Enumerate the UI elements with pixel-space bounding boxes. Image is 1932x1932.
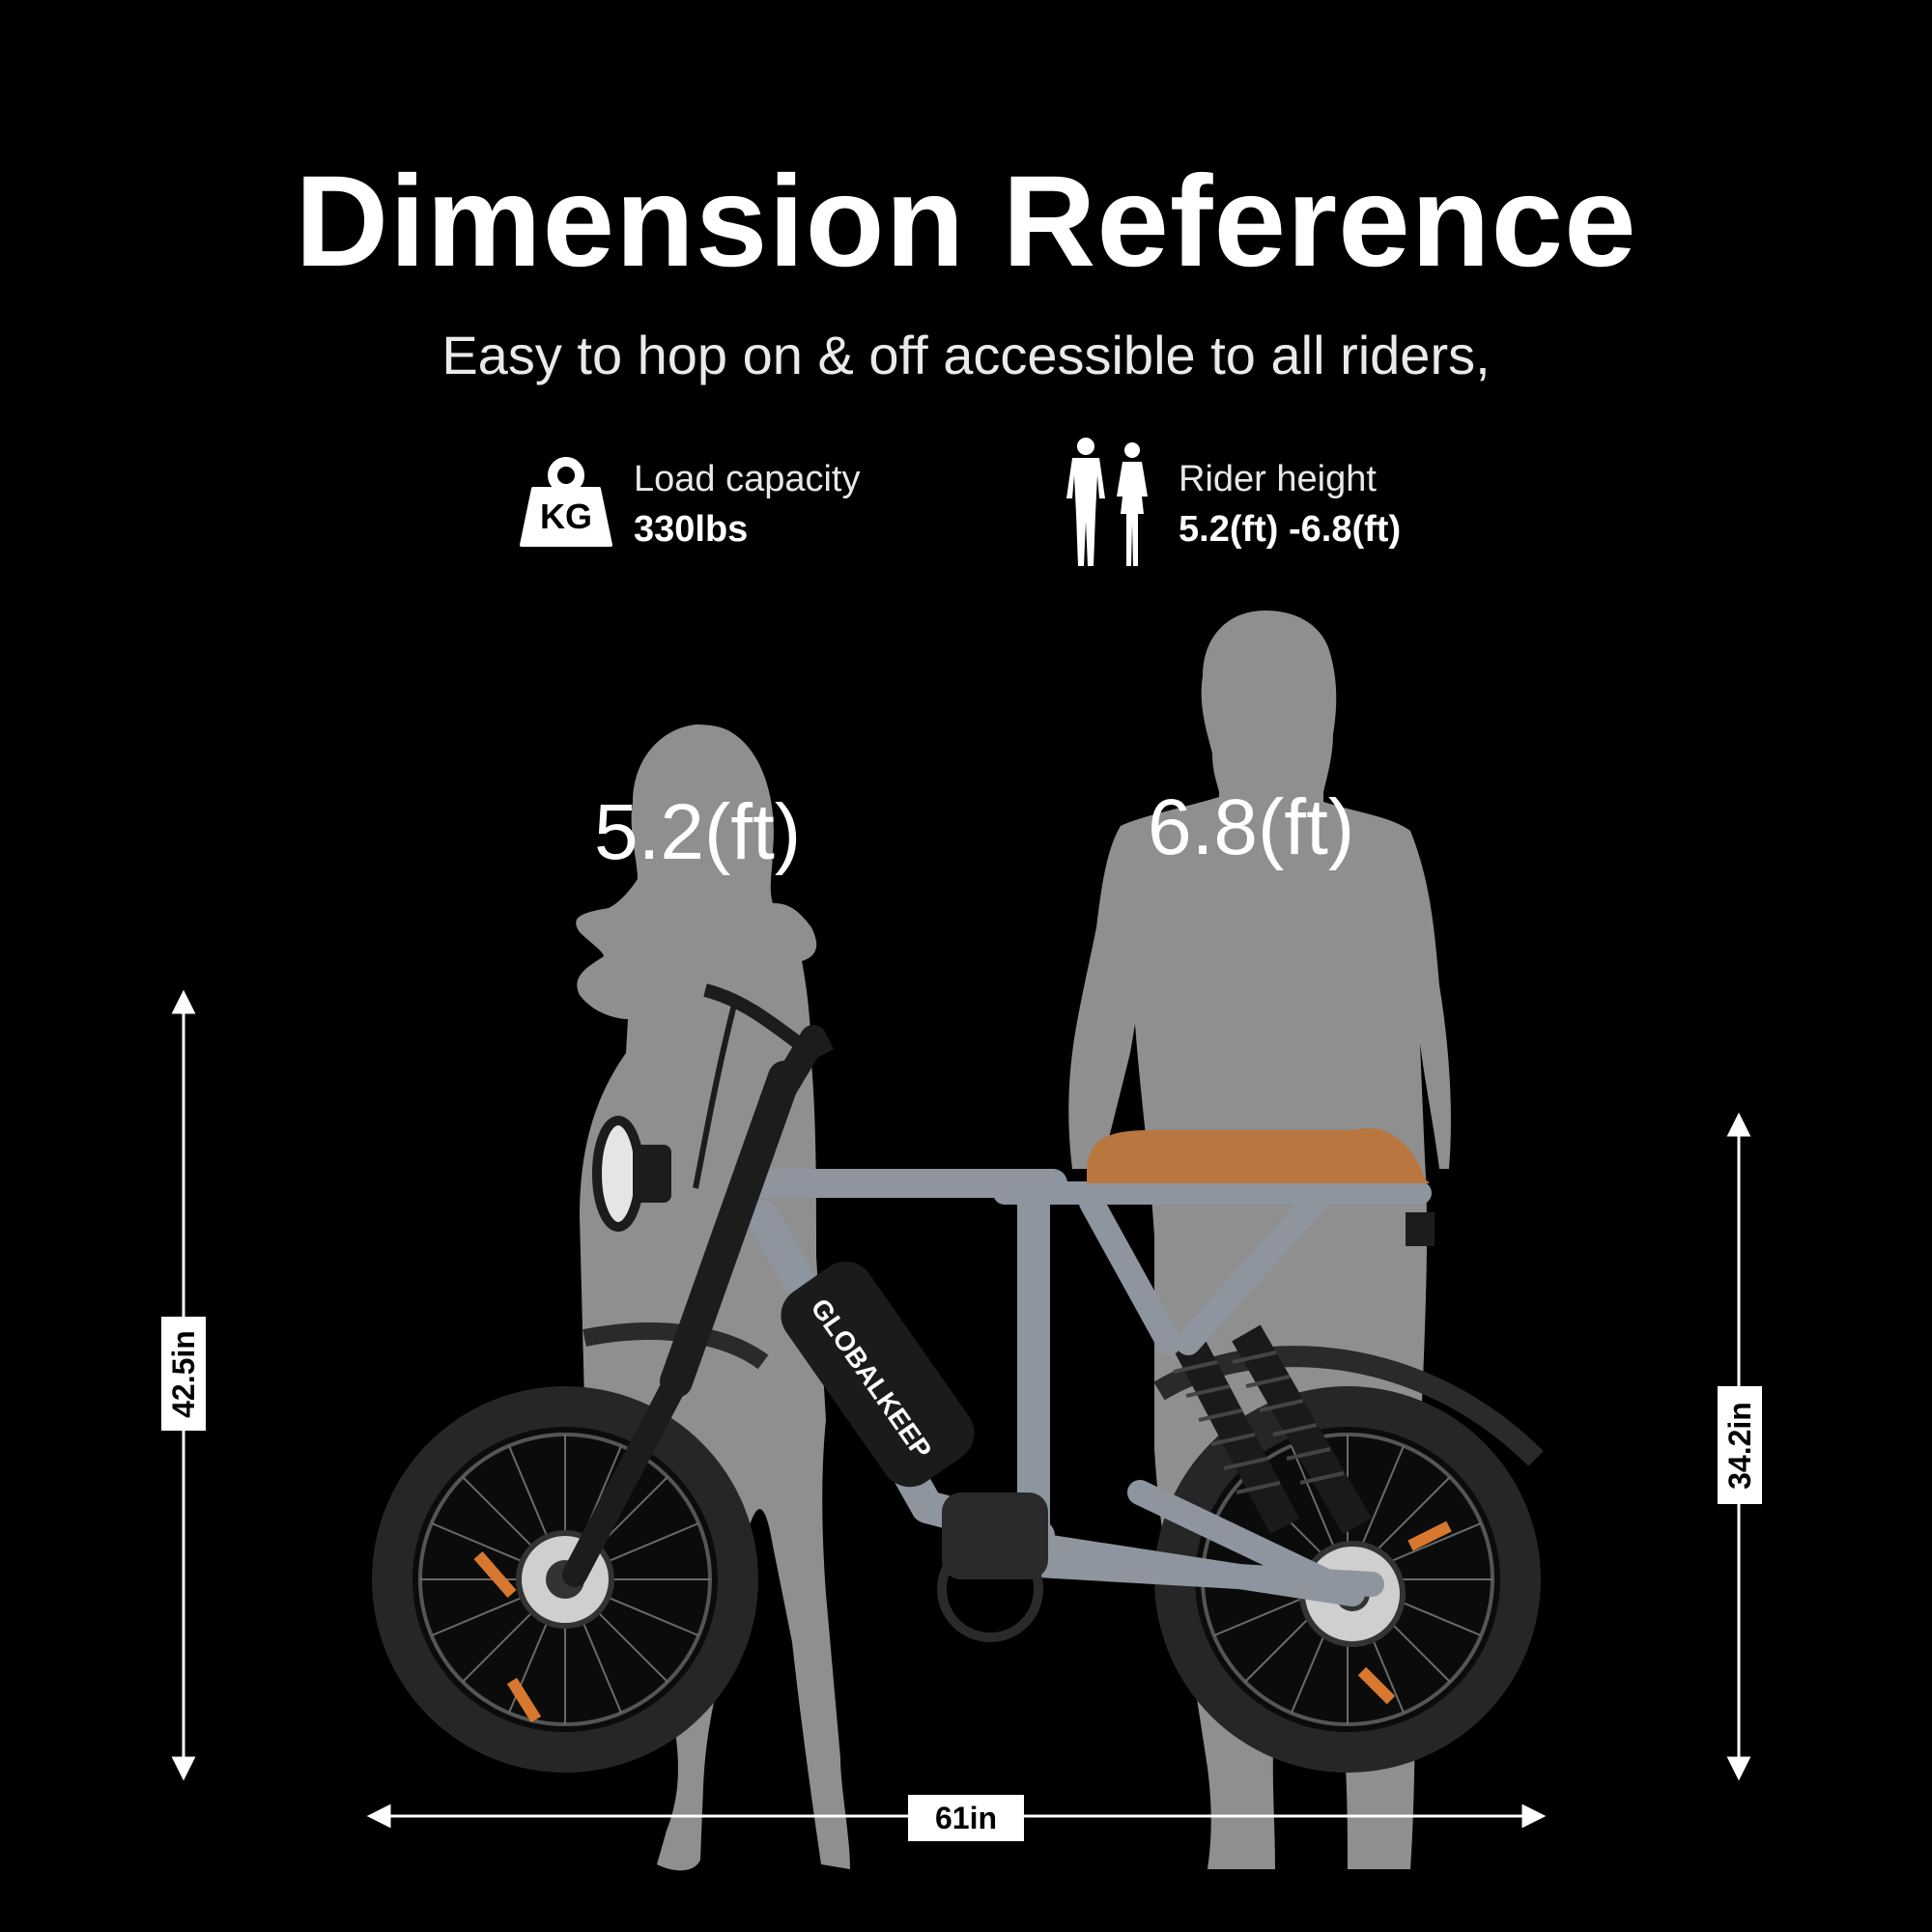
overall-height-arrow-top bbox=[171, 989, 196, 1014]
kg-icon-text: KG bbox=[540, 497, 592, 536]
overall-height-value: 42.5in bbox=[165, 1329, 201, 1418]
rear-shocks bbox=[1173, 1324, 1372, 1535]
seat-height-arrow-bottom bbox=[1726, 1756, 1751, 1781]
brake-cable bbox=[693, 1004, 737, 1189]
seat-height-value: 34.2in bbox=[1721, 1401, 1757, 1490]
weight-kg-icon: KG bbox=[520, 456, 612, 551]
page-subtitle: Easy to hop on & off accessible to all r… bbox=[441, 325, 1491, 385]
rider-height-label: Rider height bbox=[1179, 459, 1377, 499]
seat-height-box: 34.2in bbox=[1718, 1386, 1762, 1504]
rider-silhouettes-icon bbox=[1063, 437, 1159, 568]
length-box: 61in bbox=[908, 1795, 1024, 1841]
seat bbox=[1087, 1128, 1430, 1183]
overall-height-box: 42.5in bbox=[161, 1317, 206, 1431]
load-capacity-value: 330lbs bbox=[634, 509, 749, 550]
overall-height-arrow-bottom bbox=[171, 1756, 196, 1781]
handlebar bbox=[703, 983, 835, 1062]
length-arrow-right bbox=[1521, 1804, 1547, 1829]
length-arrow-left bbox=[366, 1804, 391, 1829]
length-value: 61in bbox=[934, 1800, 998, 1835]
chainring bbox=[937, 1536, 1043, 1642]
ebike-illustration: GLOBALKEEP bbox=[372, 983, 1544, 1773]
load-capacity-label: Load capacity bbox=[634, 459, 861, 499]
short-rider-height-label: 5.2(ft) bbox=[594, 788, 802, 876]
headlight-housing bbox=[633, 1145, 671, 1203]
rider-height-value: 5.2(ft) -6.8(ft) bbox=[1179, 509, 1402, 550]
tail-light bbox=[1406, 1212, 1435, 1246]
seat-height-arrow-top bbox=[1726, 1112, 1751, 1137]
page-title: Dimension Reference bbox=[295, 150, 1637, 294]
tall-rider-height-label: 6.8(ft) bbox=[1148, 783, 1355, 871]
